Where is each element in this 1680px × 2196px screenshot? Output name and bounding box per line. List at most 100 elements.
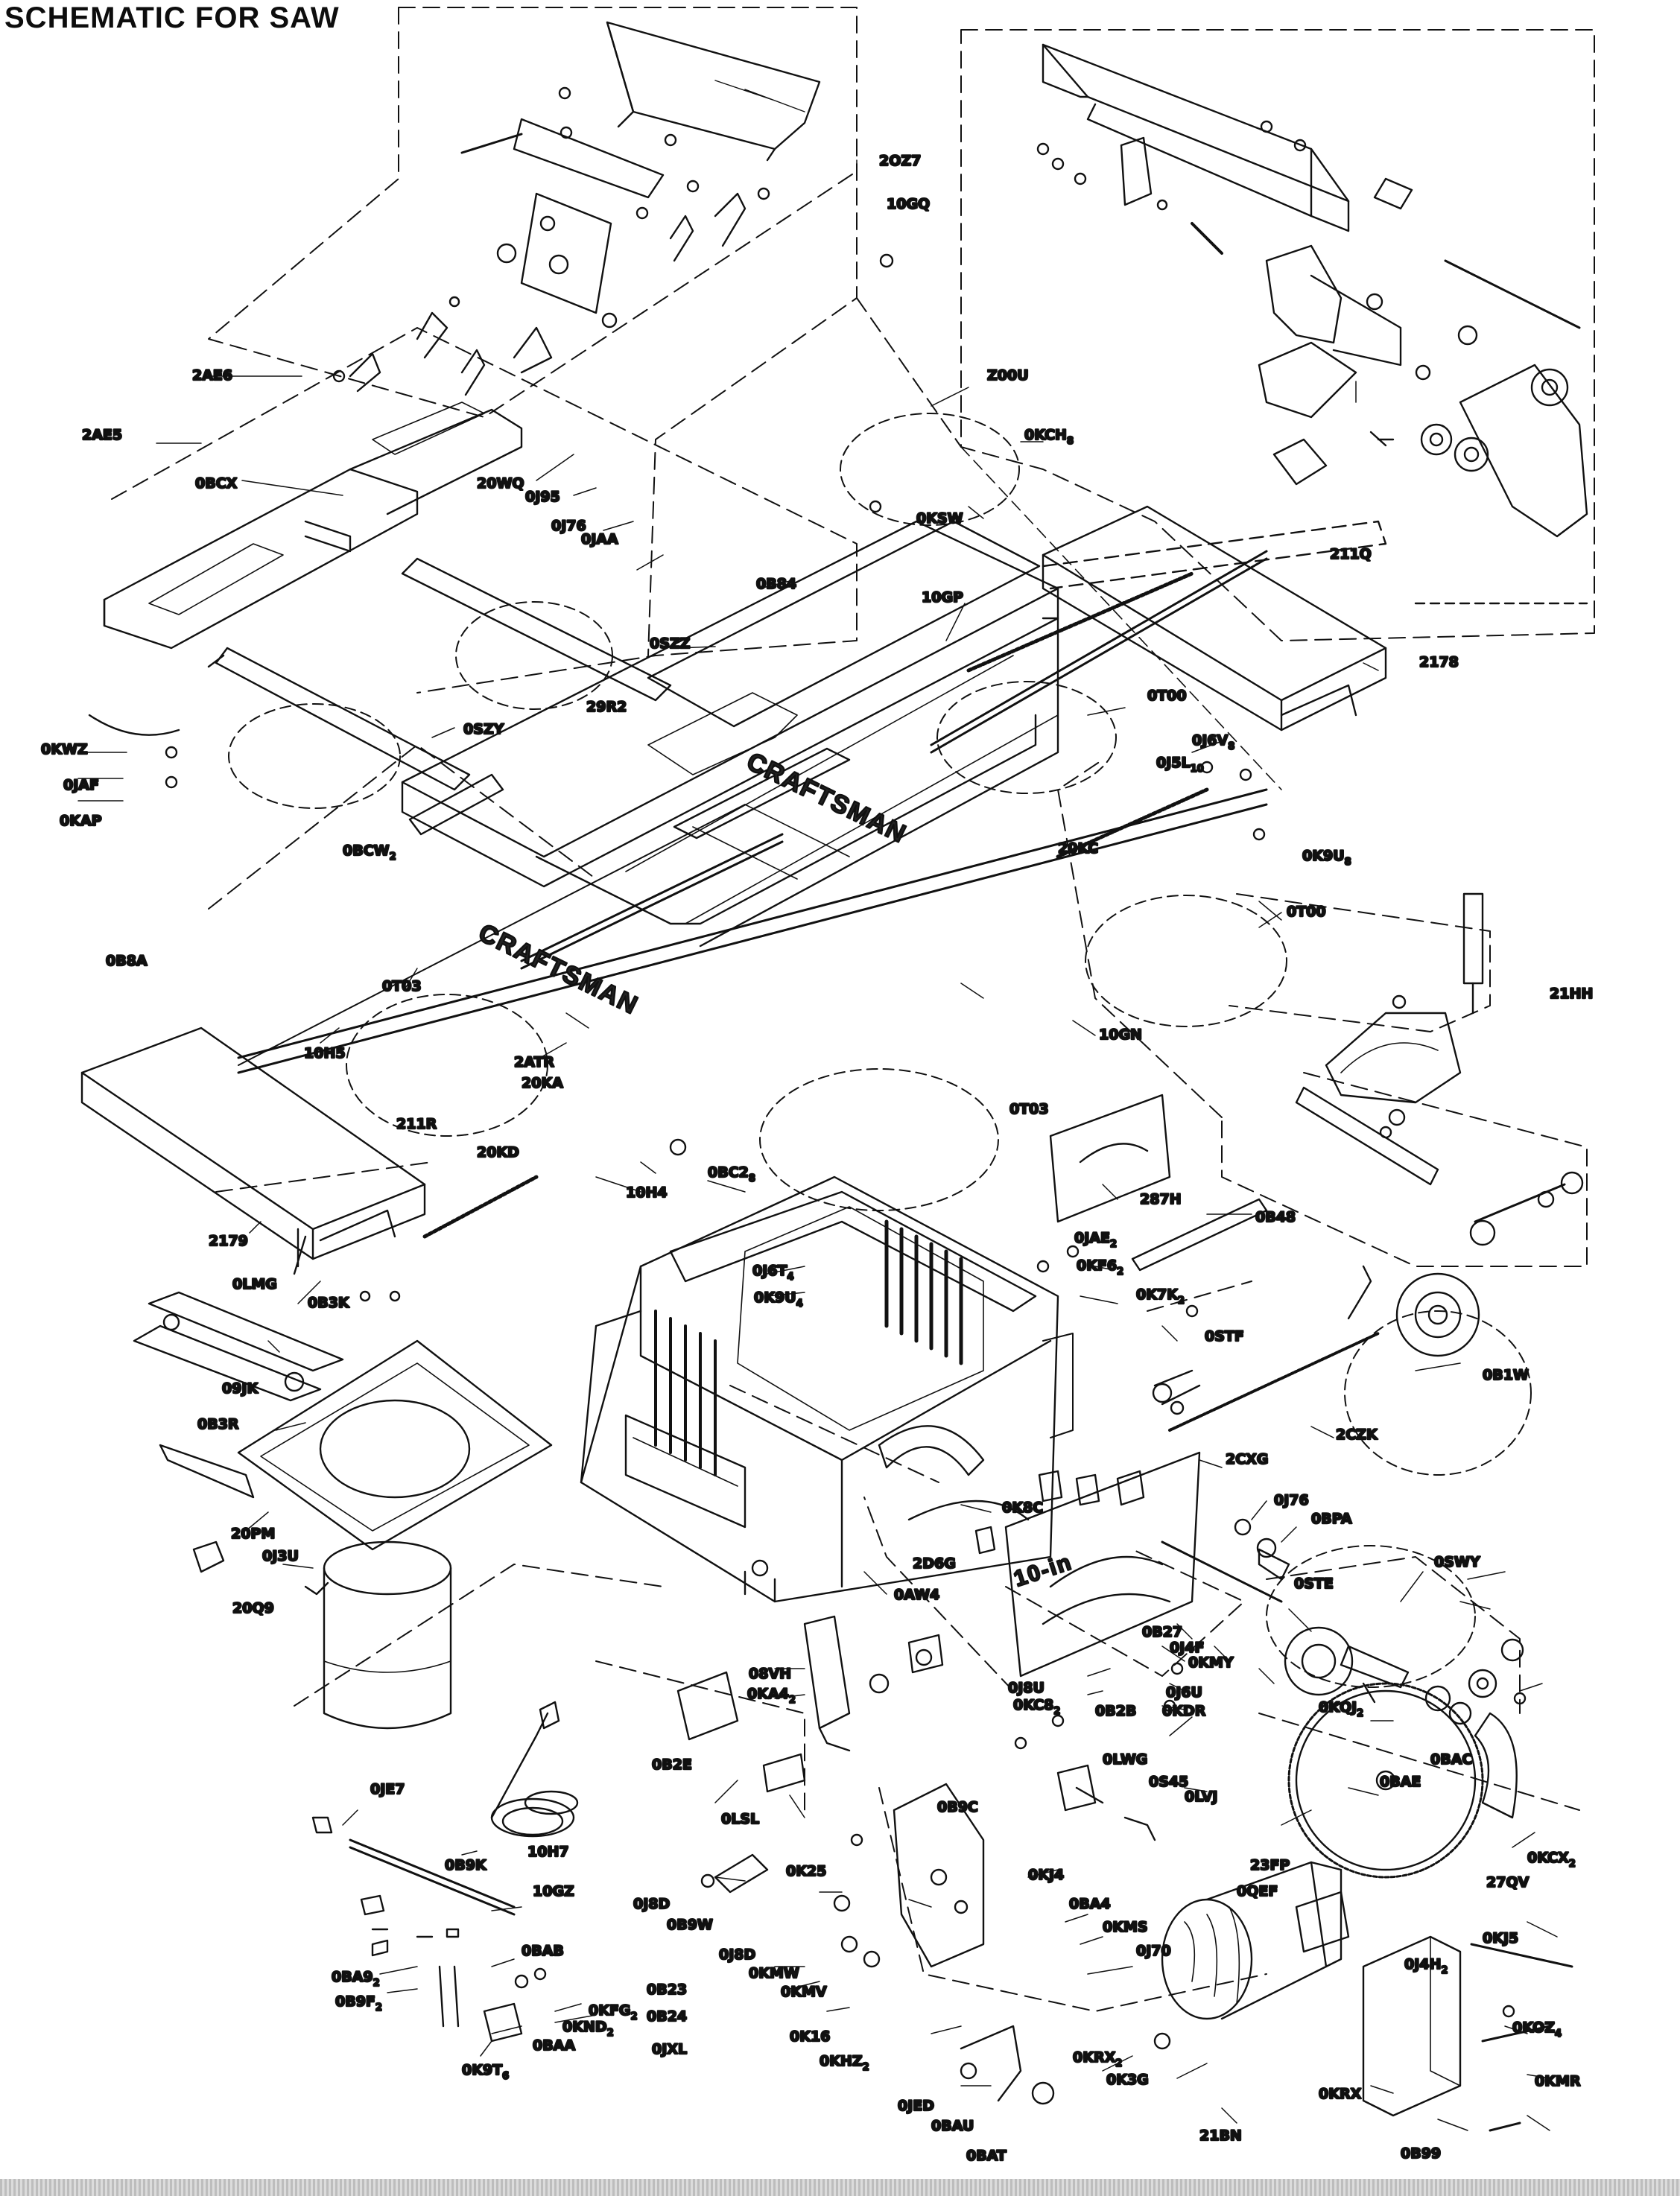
part-label-0kap: 0KAP	[60, 813, 102, 829]
part-label-0swy: 0SWY	[1434, 1554, 1480, 1570]
right-extension-wing	[1042, 505, 1387, 732]
part-label-0b2b: 0B2B	[1095, 1703, 1136, 1719]
part-label-0bcw: 0BCW2	[343, 842, 396, 863]
part-label-0b27: 0B27	[1142, 1624, 1182, 1640]
part-label-0kmv: 0KMV	[781, 1984, 827, 2000]
part-label-0j8u: 0J8U	[1008, 1680, 1045, 1696]
part-label-10h4: 10H4	[626, 1184, 668, 1201]
part-label-20pm: 20PM	[231, 1526, 275, 1542]
left-extension-wing	[80, 1026, 426, 1260]
part-labels: 2AE6 2AE5 0BCX 20WQ 0J95 0J76 0JAA 0B84 …	[40, 152, 1594, 2165]
part-label-2oz7: 2OZ7	[879, 153, 921, 169]
part-label-0kfg: 0KFG2	[589, 2002, 638, 2022]
part-label-0ste: 0STE	[1294, 1575, 1334, 1592]
part-label-0ba9: 0BA92	[332, 1969, 380, 1989]
part-label-0baa: 0BAA	[533, 2037, 575, 2054]
part-label-0lmg: 0LMG	[232, 1276, 277, 1292]
part-label-0k9u-lower: 0K9U4	[754, 1289, 803, 1310]
part-label-0t00-upper: 0T00	[1147, 688, 1187, 704]
part-label-0k8c: 0K8C	[1002, 1500, 1043, 1516]
part-label-0kqj: 0KQJ2	[1319, 1699, 1363, 1719]
part-label-0b2e: 0B2E	[652, 1757, 692, 1773]
dust-chute-bracket	[159, 1339, 553, 1551]
part-label-0j6v: 0J6V8	[1192, 732, 1234, 752]
switch-and-electrical	[676, 1615, 1156, 1841]
part-label-0b8a: 0B8A	[106, 953, 148, 969]
part-label-10h5: 10H5	[304, 1045, 346, 1061]
part-label-0jaf: 0JAF	[63, 777, 99, 793]
misc-fasteners	[88, 253, 1266, 1847]
part-label-0kj4: 0KJ4	[1028, 1867, 1064, 1883]
arbor-knob-assembly	[1284, 1626, 1472, 1725]
part-label-0lvj: 0LVJ	[1185, 1789, 1218, 1805]
part-label-0koz: 0KOZ4	[1512, 2019, 1562, 2040]
part-label-0k9u-upper: 0K9U8	[1302, 848, 1351, 868]
part-label-0j6u: 0J6U	[1166, 1684, 1202, 1701]
part-label-10gz: 10GZ	[533, 1883, 574, 1900]
part-label-0jae: 0JAE2	[1074, 1230, 1117, 1250]
part-label-0b9k: 0B9K	[445, 1857, 487, 1873]
part-label-0j4f: 0J4F	[1170, 1640, 1205, 1656]
front-panel-insert	[1049, 1094, 1268, 1272]
part-label-10gq: 10GQ	[887, 196, 930, 212]
part-label-27qv: 27QV	[1486, 1874, 1530, 1891]
part-label-23fp: 23FP	[1250, 1857, 1290, 1873]
part-label-0kms: 0KMS	[1103, 1919, 1148, 1935]
part-label-0b24: 0B24	[647, 2008, 687, 2025]
part-label-0b9c: 0B9C	[937, 1799, 978, 1815]
rip-fence-head-assembly	[1036, 43, 1588, 605]
part-label-0k3g: 0K3G	[1106, 2072, 1149, 2088]
part-label-0je7: 0JE7	[370, 1781, 405, 1797]
part-label-0t03-right: 0T03	[1009, 1101, 1049, 1117]
dust-collector-bag	[192, 1540, 452, 1730]
part-label-0t00-lower: 0T00	[1287, 904, 1326, 920]
part-label-20q9: 20Q9	[232, 1600, 274, 1616]
base-brackets	[133, 1228, 344, 1402]
part-label-0bab: 0BAB	[522, 1943, 564, 1959]
part-label-0krx: 0KRX	[1319, 2086, 1362, 2102]
part-label-0b23: 0B23	[647, 1981, 687, 1998]
part-label-0b1w: 0B1W	[1483, 1367, 1529, 1383]
part-label-0j6t: 0J6T4	[752, 1263, 794, 1283]
page-title: SCHEMATIC FOR SAW	[4, 1, 340, 34]
part-label-0k9t: 0K9T6	[462, 2062, 509, 2082]
blade-guard-assembly	[332, 21, 821, 396]
tilt-rod-assembly	[311, 1816, 547, 2043]
part-label-2179: 2179	[209, 1233, 248, 1249]
part-label-0kj5: 0KJ5	[1483, 1930, 1518, 1946]
part-label-0s45: 0S45	[1149, 1774, 1188, 1790]
part-label-0b84: 0B84	[756, 576, 796, 592]
part-label-0bc2: 0BC28	[708, 1164, 755, 1184]
part-label-0jed: 0JED	[898, 2098, 934, 2114]
part-label-20wq: 20WQ	[477, 475, 524, 492]
part-label-0j70: 0J70	[1136, 1943, 1171, 1959]
part-label-0b9f: 0B9F2	[335, 1993, 382, 2013]
part-label-0b9w: 0B9W	[667, 1917, 713, 1933]
part-label-09jk: 09JK	[222, 1380, 259, 1397]
part-label-0kch: 0KCH8	[1024, 427, 1074, 447]
part-label-0t03-left: 0T03	[382, 978, 422, 994]
part-label-0ksw: 0KSW	[916, 510, 963, 527]
blade-size-marking: 10-in	[1011, 1550, 1075, 1592]
part-label-20ka: 20KA	[522, 1075, 563, 1091]
leader-lines	[77, 159, 1558, 2131]
part-label-0qef: 0QEF	[1237, 1883, 1278, 1900]
part-label-0bat: 0BAT	[966, 2148, 1007, 2164]
part-label-0kcx: 0KCX2	[1527, 1850, 1576, 1870]
part-label-2ae5: 2AE5	[82, 427, 122, 443]
part-label-0bcx: 0BCX	[195, 475, 238, 492]
part-label-21hh: 21HH	[1550, 986, 1593, 1002]
left-rail-assembly	[103, 402, 672, 836]
part-label-0j95: 0J95	[525, 489, 560, 505]
part-label-2cxg: 2CXG	[1226, 1451, 1268, 1467]
part-label-0kmw: 0KMW	[749, 1965, 799, 1981]
part-label-0szy: 0SZY	[463, 721, 504, 737]
handwheel-and-lead-screw	[1152, 1171, 1584, 1432]
part-label-0j5l: 0J5L10	[1156, 755, 1204, 775]
part-label-0k16: 0K16	[790, 2028, 830, 2045]
part-label-0kmr: 0KMR	[1535, 2073, 1581, 2089]
motor	[1161, 1861, 1350, 2020]
part-label-2d6g: 2D6G	[913, 1555, 956, 1572]
part-label-0bau: 0BAU	[931, 2118, 974, 2134]
